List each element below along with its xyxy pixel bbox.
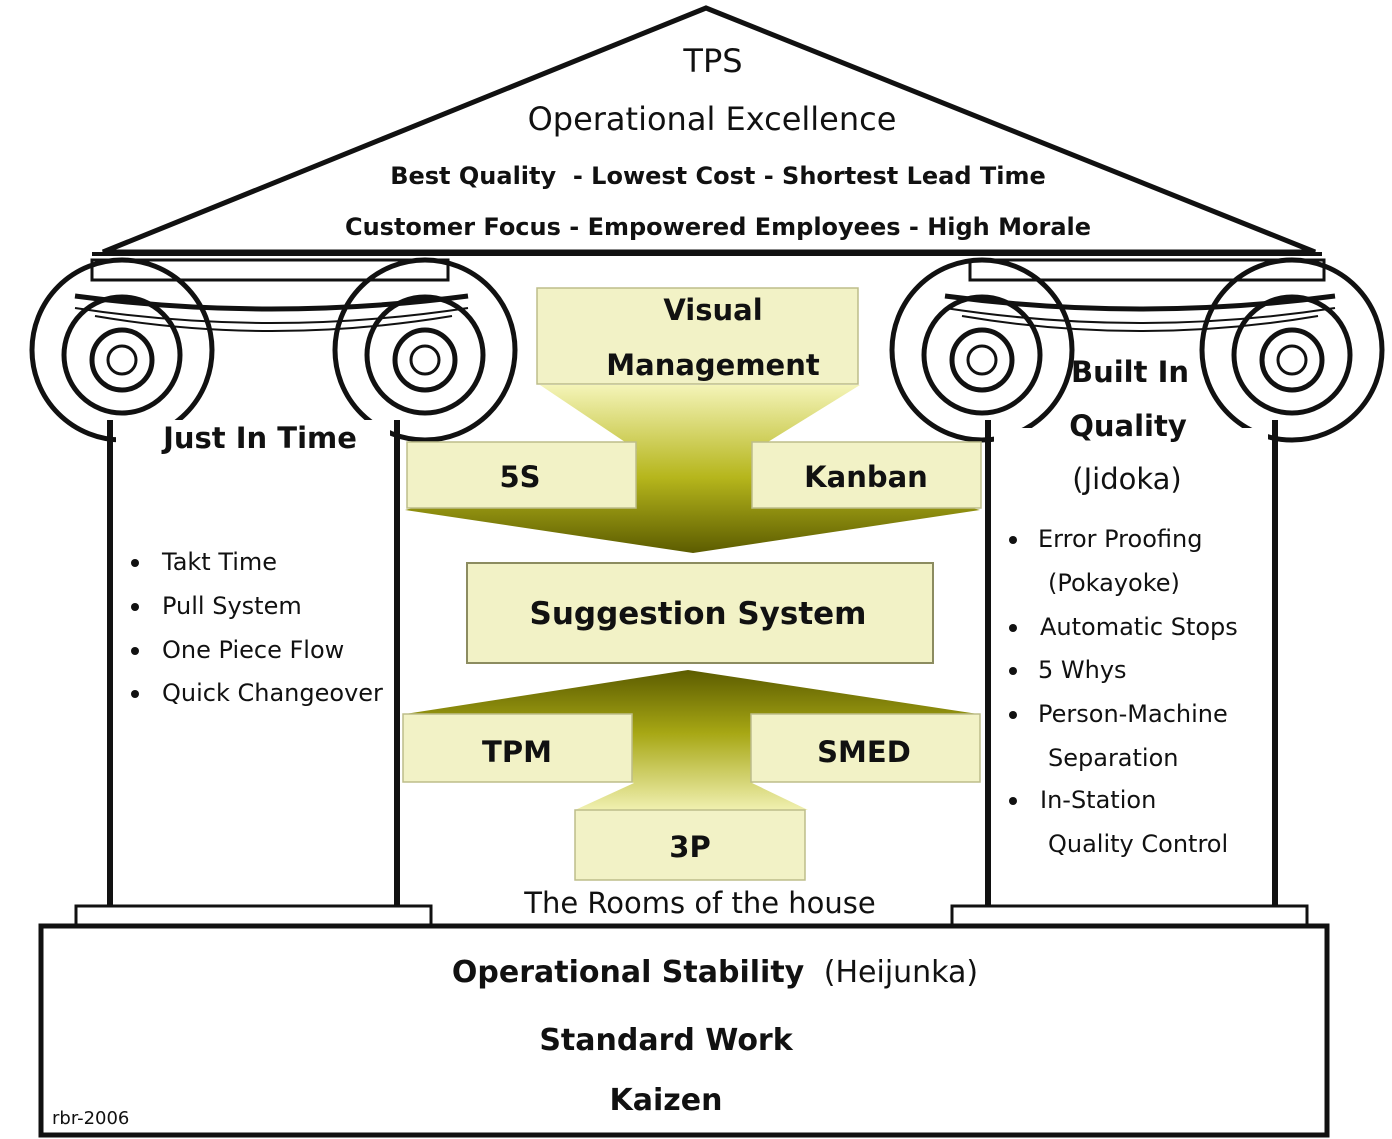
roof-title: TPS <box>682 42 742 80</box>
foundation-line-1-bold: Operational Stability <box>452 955 805 990</box>
bullet-icon <box>131 647 139 655</box>
rooms-of-the-house: Visual Management 5S Kanban Suggestion S… <box>402 287 982 920</box>
list-item: Person-Machine Separation <box>1009 700 1228 772</box>
five-s-box: 5S <box>406 441 637 509</box>
suggestion-system-box: Suggestion System <box>466 562 934 664</box>
svg-text:(Pokayoke): (Pokayoke) <box>1048 569 1180 597</box>
right-pillar-title-1: Built In <box>1071 355 1189 389</box>
left-pillar-plinth <box>74 904 433 928</box>
tpm-box: TPM <box>402 713 633 783</box>
svg-text:Error Proofing: Error Proofing <box>1038 525 1202 553</box>
svg-text:Suggestion System: Suggestion System <box>530 596 867 632</box>
list-item: Takt Time <box>131 548 277 576</box>
right-pillar-shaft <box>985 420 1278 910</box>
foundation: Operational Stability (Heijunka) Standar… <box>38 923 1330 1138</box>
svg-text:Pull System: Pull System <box>162 592 302 620</box>
three-p-box: 3P <box>574 809 806 881</box>
list-item: One Piece Flow <box>131 636 344 664</box>
svg-text:5S: 5S <box>499 460 540 494</box>
svg-text:Kanban: Kanban <box>804 460 928 494</box>
bottom-arrow-shape <box>405 670 978 810</box>
svg-text:Visual: Visual <box>663 293 762 327</box>
list-item: In-Station Quality Control <box>1009 786 1228 858</box>
top-arrow-shape <box>405 385 980 553</box>
bullet-icon <box>1009 667 1017 675</box>
right-pillar-title-3: (Jidoka) <box>1072 462 1181 496</box>
bullet-icon <box>131 559 139 567</box>
foundation-line-3: Kaizen <box>610 1083 723 1118</box>
right-volute-right <box>1199 257 1385 443</box>
right-volute-left <box>889 257 1075 443</box>
svg-text:One Piece Flow: One Piece Flow <box>162 636 344 664</box>
list-item: 5 Whys <box>1009 656 1127 684</box>
bullet-icon <box>1009 797 1017 805</box>
list-item: Error Proofing (Pokayoke) <box>1009 525 1202 597</box>
left-pillar-content: Just In Time Takt Time Pull System One P… <box>131 421 383 707</box>
roof-line-2: Customer Focus - Empowered Employees - H… <box>345 213 1091 241</box>
roof-subtitle: Operational Excellence <box>528 100 897 138</box>
bullet-icon <box>131 603 139 611</box>
list-item: Automatic Stops <box>1009 613 1238 641</box>
svg-text:5 Whys: 5 Whys <box>1038 656 1127 684</box>
left-pillar-capital <box>29 257 518 443</box>
smed-box: SMED <box>750 713 981 783</box>
foundation-block <box>38 923 1330 1138</box>
bullet-icon <box>1009 536 1017 544</box>
right-pillar-capital <box>889 257 1385 443</box>
left-volute-right <box>332 257 518 443</box>
foundation-line-2: Standard Work <box>539 1023 793 1058</box>
left-pillar-list: Takt Time Pull System One Piece Flow Qui… <box>131 548 383 707</box>
left-scroll-band <box>74 293 469 312</box>
svg-text:Person-Machine: Person-Machine <box>1038 700 1228 728</box>
left-pillar-title: Just In Time <box>161 421 357 455</box>
svg-text:TPM: TPM <box>482 735 552 769</box>
left-volute-left <box>29 257 215 443</box>
kanban-box: Kanban <box>751 441 982 509</box>
bullet-icon <box>1009 711 1017 719</box>
roof: TPS Operational Excellence Best Quality … <box>92 5 1322 256</box>
bullet-icon <box>1009 624 1017 632</box>
right-abacus <box>968 258 1326 282</box>
right-pillar-plinth <box>950 904 1309 928</box>
rooms-caption: The Rooms of the house <box>523 886 876 920</box>
svg-text:Quality Control: Quality Control <box>1048 830 1228 858</box>
visual-management-box: Visual Management <box>536 287 859 385</box>
svg-text:3P: 3P <box>669 830 710 864</box>
svg-text:In-Station: In-Station <box>1040 786 1156 814</box>
list-item: Pull System <box>131 592 302 620</box>
svg-text:Separation: Separation <box>1048 744 1179 772</box>
credit-label: rbr-2006 <box>52 1108 129 1129</box>
svg-text:Automatic Stops: Automatic Stops <box>1040 613 1238 641</box>
foundation-line-1-paren: (Heijunka) <box>824 955 978 990</box>
bullet-icon <box>131 690 139 698</box>
right-pillar-list: Error Proofing (Pokayoke) Automatic Stop… <box>1009 525 1238 858</box>
svg-text:Quick Changeover: Quick Changeover <box>162 679 383 707</box>
right-pillar-content: Built In Quality (Jidoka) Error Proofing… <box>1009 355 1238 858</box>
left-abacus <box>90 258 450 282</box>
list-item: Quick Changeover <box>131 679 383 707</box>
roof-line-1: Best Quality - Lowest Cost - Shortest Le… <box>390 162 1046 190</box>
svg-text:SMED: SMED <box>817 735 911 769</box>
right-pillar-title-2: Quality <box>1069 409 1187 443</box>
foundation-line-1: Operational Stability (Heijunka) <box>452 955 978 990</box>
left-pillar-shaft <box>107 420 400 910</box>
svg-text:Takt Time: Takt Time <box>161 548 277 576</box>
svg-text:Management: Management <box>606 348 820 382</box>
